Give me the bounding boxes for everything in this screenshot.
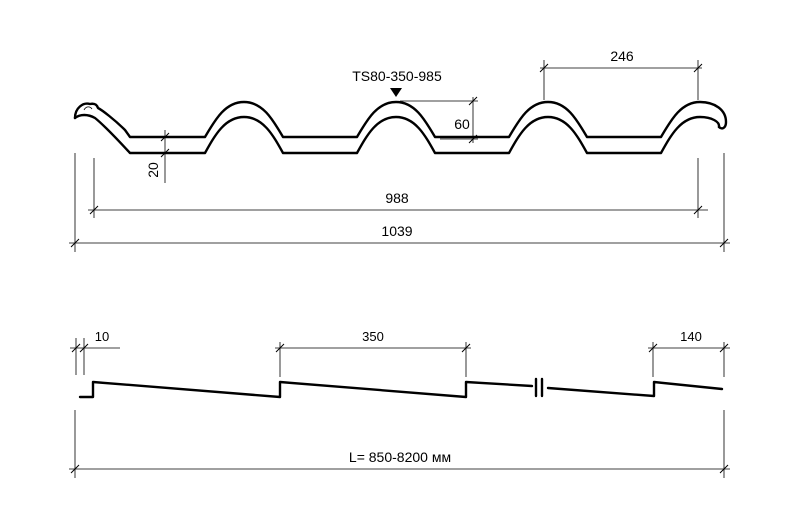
pitch-label: 246 xyxy=(610,48,634,64)
length-dimension: L= 850-8200 мм xyxy=(69,410,730,478)
total-tick-left xyxy=(70,238,80,248)
overhang-label: 140 xyxy=(680,329,702,344)
edge-tick-left xyxy=(71,343,81,353)
height-dimension: 60 xyxy=(400,96,478,144)
eff-tick-right xyxy=(693,205,703,215)
thickness-label: 20 xyxy=(145,162,161,178)
length-tick-right xyxy=(719,464,729,474)
height-label: 60 xyxy=(454,116,470,132)
height-tick-top xyxy=(468,96,478,106)
pitch-dimension: 246 xyxy=(539,48,703,100)
thickness-tick-top xyxy=(160,132,170,142)
step-tick-right xyxy=(461,343,471,353)
thickness-dimension: 20 xyxy=(145,130,170,183)
effective-width-label: 988 xyxy=(385,190,409,206)
side-profile-line xyxy=(78,380,534,399)
overhang-tick-right xyxy=(719,343,729,353)
length-tick-left xyxy=(70,464,80,474)
pitch-tick-right xyxy=(693,63,703,73)
edge-tick-right xyxy=(79,343,89,353)
overhang-dimension: 140 xyxy=(648,329,730,377)
cross-section-profile xyxy=(73,100,728,155)
side-profile-line-end xyxy=(546,380,724,398)
step-tick-left xyxy=(275,343,285,353)
edge-offset-dimension: 10 xyxy=(70,329,120,375)
profile-left-hook xyxy=(83,106,93,111)
length-range-label: L= 850-8200 мм xyxy=(349,449,451,465)
model-callout: TS80-350-985 xyxy=(352,68,442,97)
thickness-tick-bottom xyxy=(160,148,170,158)
model-marker-icon xyxy=(390,88,402,97)
total-width-label: 1039 xyxy=(381,223,412,239)
edge-offset-label: 10 xyxy=(95,329,109,344)
effective-width-dimension: 988 xyxy=(88,158,708,218)
total-width-dimension: 1039 xyxy=(69,153,730,252)
pitch-tick-left xyxy=(539,63,549,73)
eff-tick-left xyxy=(89,205,99,215)
height-tick-bottom xyxy=(468,134,478,144)
profile-bottom-line xyxy=(73,113,721,155)
overhang-tick-left xyxy=(648,343,658,353)
model-label: TS80-350-985 xyxy=(352,68,442,84)
step-length-label: 350 xyxy=(362,329,384,344)
step-length-dimension: 350 xyxy=(275,329,471,377)
side-view-profile xyxy=(78,377,724,399)
profile-top-line xyxy=(73,100,728,139)
total-tick-right xyxy=(719,238,729,248)
